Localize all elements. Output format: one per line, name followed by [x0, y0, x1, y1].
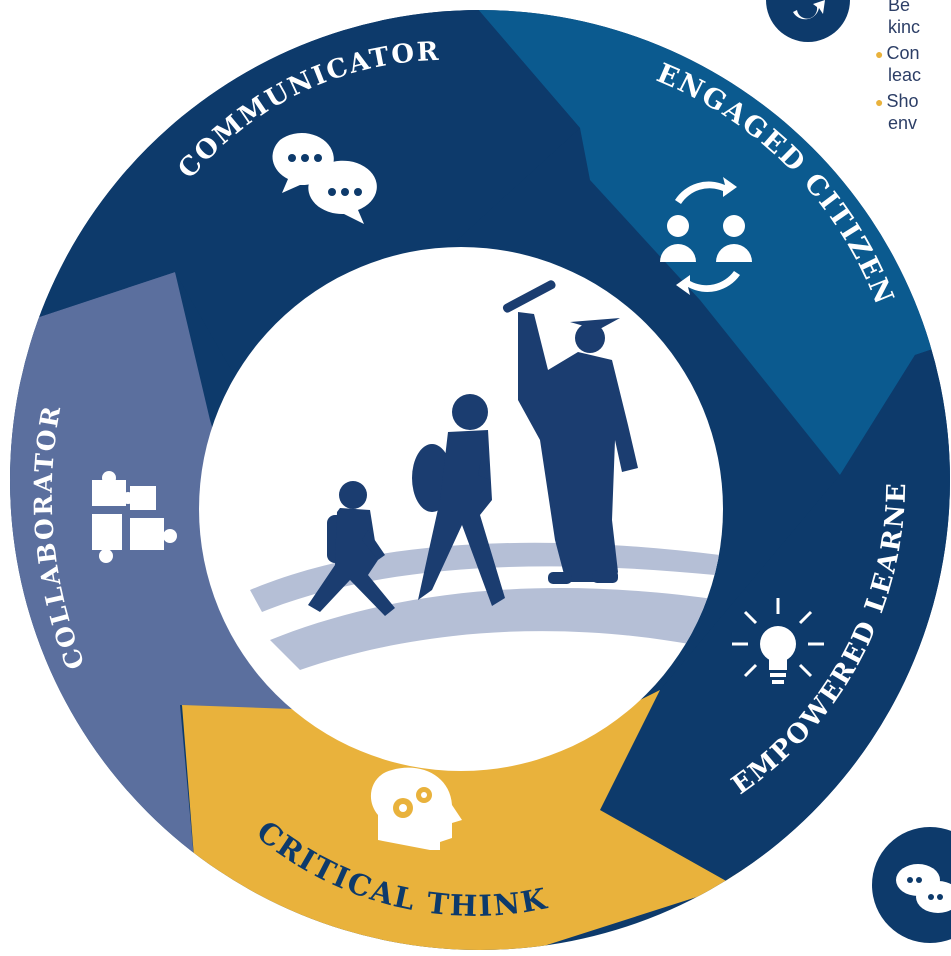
- side-text-line: env: [888, 113, 918, 133]
- side-text-line: kinc: [888, 17, 921, 37]
- segment-critical-thinker: [182, 690, 750, 950]
- side-bullet-line: ●Con: [875, 43, 920, 63]
- teen-silhouette: [412, 394, 505, 606]
- people-cycle-icon: [660, 177, 752, 295]
- puzzle-icon: [92, 471, 177, 563]
- lightbulb-icon: [732, 598, 824, 684]
- side-text-line: leac: [888, 65, 922, 85]
- child-silhouette: [308, 481, 395, 616]
- side-speech-icon: [896, 864, 951, 913]
- side-arrow-icon: [793, 0, 825, 20]
- side-text-panel: Be kinc ●Con leac ●Sho env: [875, 0, 951, 160]
- speech-bubbles-icon: [272, 133, 377, 224]
- side-bullet-line: ●Sho: [875, 91, 919, 111]
- head-gears-icon: [370, 767, 462, 850]
- graduate-silhouette: [502, 280, 638, 584]
- side-circle-top: [766, 0, 850, 42]
- side-text-line: Be: [888, 0, 911, 15]
